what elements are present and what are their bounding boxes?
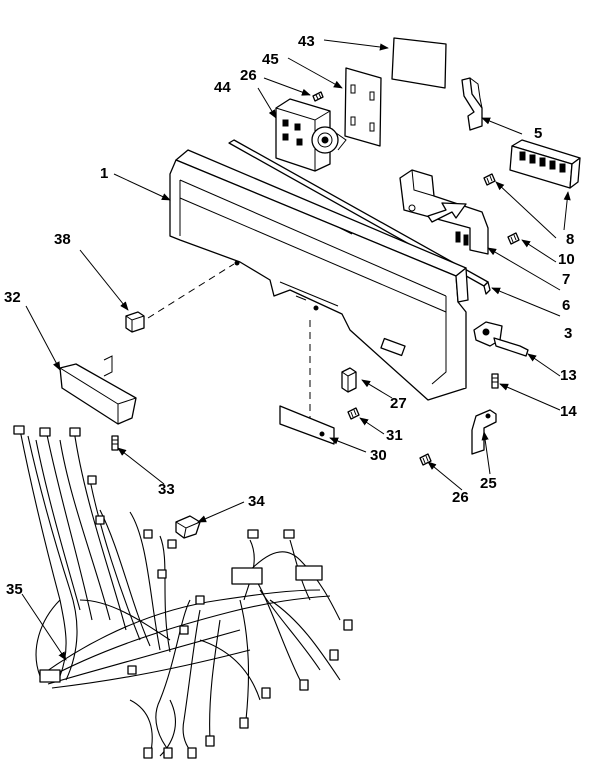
label-34: 34 [248,493,265,510]
part-10-screw [483,173,496,186]
part-8-switch-block [509,139,581,189]
part-14-screw [491,373,499,389]
part-34-clip [175,515,201,539]
label-30: 30 [370,447,387,464]
label-1: 1 [100,165,108,182]
label-8: 8 [566,231,574,248]
label-43: 43 [298,33,315,50]
part-30-plate [279,405,335,445]
label-14: 14 [560,403,577,420]
label-6: 6 [562,297,570,314]
label-3: 3 [564,325,572,342]
part-31-screw [347,407,360,420]
part-13-latch [473,321,529,357]
part-43-pad [391,37,447,89]
label-13: 13 [560,367,577,384]
label-5: 5 [534,125,542,142]
part-44-timer [275,98,347,172]
part-5-bracket [461,77,483,131]
label-7: 7 [562,271,570,288]
part-35-wire-harness [13,425,353,759]
part-33-screw [111,435,119,451]
label-10: 10 [558,251,575,268]
dashed-guide-38 [147,263,235,319]
label-26-top: 26 [240,67,257,84]
part-32-handle [59,355,137,425]
part-45-plate [344,67,382,147]
label-33: 33 [158,481,175,498]
label-26-bottom: 26 [452,489,469,506]
label-44: 44 [214,79,231,96]
callout-labels: 43 45 26 44 5 1 38 32 8 10 7 6 3 13 14 2… [4,33,577,598]
part-bracket-mount [399,169,489,255]
part-38-button [125,311,145,333]
label-35: 35 [6,581,23,598]
label-45: 45 [262,51,279,68]
part-1-control-panel [169,149,469,401]
label-27: 27 [390,395,407,412]
label-32: 32 [4,289,21,306]
label-25: 25 [480,475,497,492]
part-26-screw-top [312,91,324,102]
leader-lines [21,39,571,661]
part-27-clip [341,367,357,393]
part-7-screw [507,232,520,245]
label-38: 38 [54,231,71,248]
label-31: 31 [386,427,403,444]
